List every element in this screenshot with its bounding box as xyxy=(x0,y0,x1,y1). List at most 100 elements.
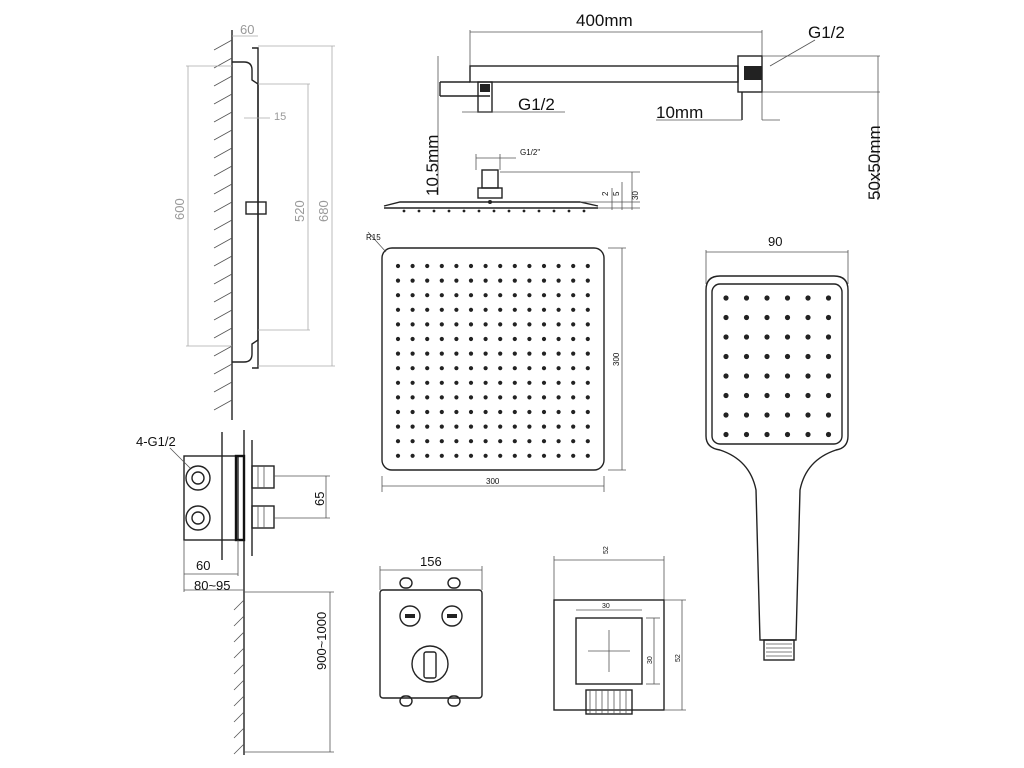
elbow-outer-height-label: 52 xyxy=(675,654,682,662)
nozzle-dot xyxy=(784,412,791,418)
nozzle-dot xyxy=(585,424,590,429)
nozzle-dot xyxy=(556,424,561,429)
nozzle-dot xyxy=(805,373,811,379)
nozzle-dot xyxy=(454,336,459,342)
nozzle-dot xyxy=(571,366,576,371)
arm-thread-bottom-label: G1/2 xyxy=(518,95,555,114)
nozzle-dot xyxy=(483,366,488,371)
nozzle-dot xyxy=(541,424,547,429)
nozzle-dot xyxy=(541,395,547,400)
nozzle-dot xyxy=(723,431,729,438)
hatch-line xyxy=(233,615,245,627)
nozzle-dot xyxy=(512,366,517,371)
nozzle-dot xyxy=(585,322,590,327)
nozzle-dot xyxy=(805,314,811,321)
nozzle-dot xyxy=(764,431,770,438)
nozzle-dot xyxy=(410,307,415,312)
nozzle-dot xyxy=(498,395,503,400)
nozzle-dot xyxy=(784,373,791,379)
nozzle-dot xyxy=(410,263,415,269)
nozzle-dot xyxy=(541,263,547,269)
hatch-line xyxy=(213,237,233,249)
nozzle-dot xyxy=(395,395,401,400)
valve-range-label: 80~95 xyxy=(194,578,231,593)
bar-spacing-label: 520 xyxy=(292,200,307,222)
nozzle-dot xyxy=(483,322,488,327)
hatch-line xyxy=(213,111,233,123)
nozzle-dot xyxy=(512,351,517,356)
nozzle-dot xyxy=(582,209,586,213)
nozzle-dot xyxy=(512,263,517,269)
nozzle-dot xyxy=(454,351,459,356)
nozzle-dot xyxy=(764,373,770,379)
valve-depth-label: 60 xyxy=(196,558,210,573)
nozzle-dot xyxy=(585,366,590,371)
nozzle-dot xyxy=(512,336,517,342)
nozzle-dot xyxy=(527,336,532,342)
nozzle-dot xyxy=(825,392,832,399)
nozzle-dot xyxy=(784,353,791,360)
nozzle-dot xyxy=(410,322,415,327)
nozzle-dot xyxy=(541,278,547,283)
nozzle-dot xyxy=(585,453,590,458)
nozzle-dot xyxy=(556,439,561,444)
nozzle-dot xyxy=(498,293,503,298)
nozzle-dot xyxy=(743,334,750,340)
nozzle-dot xyxy=(571,380,576,385)
nozzle-dot xyxy=(483,263,488,269)
bar-total-label: 680 xyxy=(316,200,331,222)
nozzle-dot xyxy=(410,395,415,400)
nozzle-dot xyxy=(784,431,791,438)
head-radius-label: R15 xyxy=(366,233,381,242)
nozzle-dot xyxy=(425,366,430,371)
head-nozzles xyxy=(395,263,590,458)
nozzle-dot xyxy=(556,409,561,415)
nozzle-dot xyxy=(498,351,503,356)
hatch-line xyxy=(213,201,233,213)
nozzle-dot xyxy=(439,453,444,458)
arm-length-label: 400mm xyxy=(576,11,633,30)
nozzle-dot xyxy=(537,209,541,213)
hatch-line xyxy=(213,327,233,339)
nozzle-dot xyxy=(454,395,459,400)
hatch-line xyxy=(233,695,245,707)
hatch-line xyxy=(213,129,233,141)
nozzle-dot xyxy=(512,380,517,385)
nozzle-dot xyxy=(825,431,832,438)
nozzle-dot xyxy=(498,336,503,342)
hatch-line xyxy=(233,679,245,691)
nozzle-dot xyxy=(454,366,459,371)
nozzle-dot xyxy=(571,424,576,429)
nozzle-dot xyxy=(439,439,444,444)
nozzle-dot xyxy=(527,366,532,371)
nozzle-dot xyxy=(541,366,547,371)
nozzle-dot xyxy=(556,307,561,312)
nozzle-dot xyxy=(439,351,444,356)
nozzle-dot xyxy=(556,322,561,327)
nozzle-dot xyxy=(410,351,415,356)
nozzle-dot xyxy=(395,278,401,283)
nozzle-dot xyxy=(439,322,444,327)
nozzle-dot xyxy=(541,336,547,342)
nozzle-dot xyxy=(585,439,590,444)
wall-elbow-view: 52 30 30 52 xyxy=(553,546,686,715)
nozzle-dot xyxy=(825,373,832,379)
nozzle-dot xyxy=(492,209,496,213)
nozzle-dot xyxy=(556,453,561,458)
nozzle-dot xyxy=(507,209,511,213)
nozzle-dot xyxy=(410,453,415,458)
nozzle-dot xyxy=(764,392,770,399)
hatch-line xyxy=(233,743,245,755)
hatch-line xyxy=(213,39,233,51)
nozzle-dot xyxy=(527,263,532,269)
nozzle-dot xyxy=(410,366,415,371)
nozzle-dot xyxy=(585,351,590,356)
hatch-line xyxy=(233,631,245,643)
hatch-line xyxy=(233,711,245,723)
arm-thread-top-label: G1/2 xyxy=(808,23,845,42)
hatch-line xyxy=(213,273,233,285)
bar-offset-label: 15 xyxy=(274,111,286,123)
nozzle-dot xyxy=(556,380,561,385)
valve-spacing-label: 65 xyxy=(312,492,327,506)
diverter-valve-view: 65 4-G1/2 60 80~95 900~1000 xyxy=(136,430,334,755)
